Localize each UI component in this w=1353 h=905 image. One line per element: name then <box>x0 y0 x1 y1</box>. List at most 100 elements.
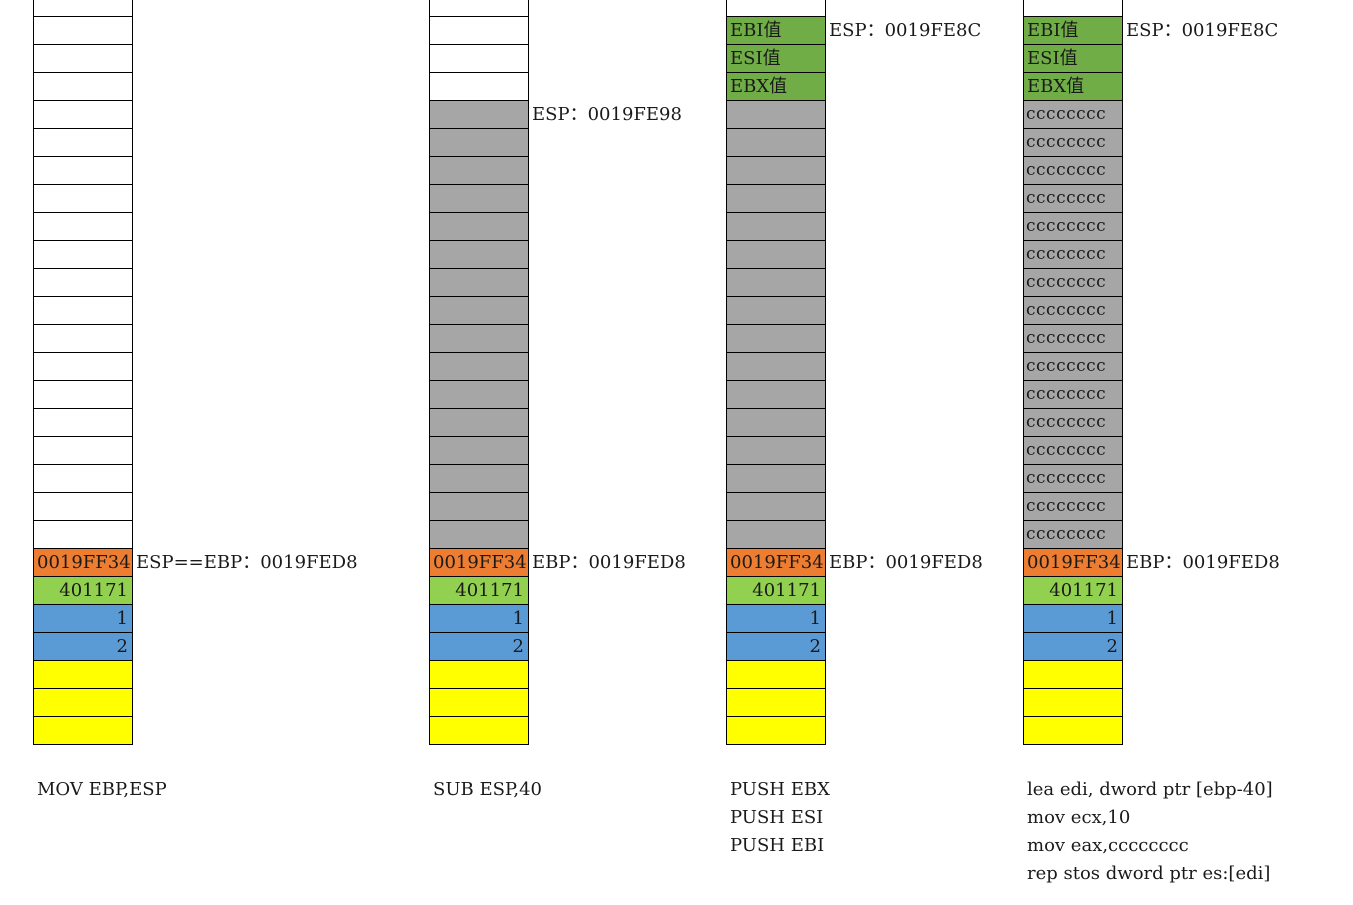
stack-cell <box>429 324 529 353</box>
stack-cell <box>33 0 133 17</box>
stack-cell <box>429 464 529 493</box>
stack-cell-value: 1 <box>1023 604 1123 633</box>
stack-cell <box>429 16 529 45</box>
instruction-line: PUSH EBX <box>730 779 830 800</box>
stack-cell <box>33 380 133 409</box>
stack-cell-value: 401171 <box>726 576 826 605</box>
stack-cell <box>33 520 133 549</box>
stack-cell-value: 1 <box>726 604 826 633</box>
register-annotation: EBP：0019FED8 <box>829 552 983 573</box>
stack-cell <box>726 324 826 353</box>
stack-cell <box>726 268 826 297</box>
stack-cell-value: cccccccc <box>1023 128 1123 157</box>
stack-cell <box>429 240 529 269</box>
stack-cell <box>33 296 133 325</box>
register-annotation: ESP：0019FE98 <box>532 104 682 125</box>
stack-cell <box>33 324 133 353</box>
stack-cell <box>429 716 529 745</box>
stack-cell <box>726 688 826 717</box>
stack-cell <box>1023 0 1123 17</box>
register-annotation: ESP==EBP：0019FED8 <box>136 552 358 573</box>
stack-cell <box>726 352 826 381</box>
stack-cell <box>33 184 133 213</box>
stack-cell <box>429 212 529 241</box>
stack-cell-value: cccccccc <box>1023 268 1123 297</box>
stack-cell-value: 401171 <box>1023 576 1123 605</box>
stack-cell <box>33 352 133 381</box>
stack-cell <box>726 128 826 157</box>
stack-cell <box>429 156 529 185</box>
instruction-line: mov eax,cccccccc <box>1027 835 1189 856</box>
stack-cell-value: cccccccc <box>1023 352 1123 381</box>
stack-cell-value: EBI值 <box>1023 16 1123 45</box>
stack-cell <box>726 464 826 493</box>
register-annotation: ESP：0019FE8C <box>1126 20 1279 41</box>
stack-cell <box>726 100 826 129</box>
stack-cell <box>33 156 133 185</box>
stack-cell <box>1023 688 1123 717</box>
stack-cell <box>726 212 826 241</box>
instruction-line: PUSH ESI <box>730 807 824 828</box>
stack-cell-value: 0019FF34 <box>1023 548 1123 577</box>
stack-cell-value: cccccccc <box>1023 436 1123 465</box>
stack-cell-value: 1 <box>429 604 529 633</box>
stack-cell-value: cccccccc <box>1023 380 1123 409</box>
stack-cell <box>33 408 133 437</box>
stack-cell-value: cccccccc <box>1023 100 1123 129</box>
stack-cell-value: 2 <box>1023 632 1123 661</box>
stack-cell <box>429 660 529 689</box>
stack-cell-value: 401171 <box>429 576 529 605</box>
stack-cell <box>33 44 133 73</box>
stack-cell-value: cccccccc <box>1023 520 1123 549</box>
stack-cell <box>33 660 133 689</box>
instruction-line: mov ecx,10 <box>1027 807 1131 828</box>
stack-cell-value: cccccccc <box>1023 408 1123 437</box>
stack-cell-value: ESI值 <box>1023 44 1123 73</box>
stack-cell <box>726 0 826 17</box>
stack-cell <box>429 688 529 717</box>
stack-cell <box>33 240 133 269</box>
stack-cell <box>429 184 529 213</box>
stack-cell <box>429 0 529 17</box>
stack-cell <box>726 520 826 549</box>
stack-cell-value: EBX值 <box>726 72 826 101</box>
instruction-line: SUB ESP,40 <box>433 779 543 800</box>
stack-cell <box>726 380 826 409</box>
register-annotation: ESP：0019FE8C <box>829 20 982 41</box>
stack-cell <box>1023 716 1123 745</box>
stack-cell <box>429 380 529 409</box>
stack-cell <box>726 156 826 185</box>
stack-cell <box>33 212 133 241</box>
stack-cell <box>1023 660 1123 689</box>
stack-cell-value: cccccccc <box>1023 184 1123 213</box>
stack-cell <box>726 492 826 521</box>
stack-cell-value: cccccccc <box>1023 324 1123 353</box>
stack-cell <box>33 16 133 45</box>
stack-cell <box>429 492 529 521</box>
instruction-line: PUSH EBI <box>730 835 825 856</box>
stack-cell-value: cccccccc <box>1023 492 1123 521</box>
stack-cell-value: cccccccc <box>1023 156 1123 185</box>
stack-cell-value: cccccccc <box>1023 296 1123 325</box>
stack-cell <box>429 100 529 129</box>
stack-cell <box>726 296 826 325</box>
stack-cell-value: cccccccc <box>1023 212 1123 241</box>
stack-cell-value: 401171 <box>33 576 133 605</box>
stack-cell <box>429 128 529 157</box>
stack-cell <box>726 660 826 689</box>
stack-cell <box>429 352 529 381</box>
stack-cell-value: 2 <box>33 632 133 661</box>
stack-cell <box>726 184 826 213</box>
stack-cell <box>429 520 529 549</box>
instruction-line: rep stos dword ptr es:[edi] <box>1027 863 1271 884</box>
stack-cell-value: cccccccc <box>1023 464 1123 493</box>
stack-cell <box>33 268 133 297</box>
stack-cell <box>33 128 133 157</box>
register-annotation: EBP：0019FED8 <box>532 552 686 573</box>
stack-cell <box>33 100 133 129</box>
instruction-line: lea edi, dword ptr [ebp-40] <box>1027 779 1273 800</box>
stack-cell <box>33 492 133 521</box>
stack-cell <box>429 408 529 437</box>
stack-cell-value: EBI值 <box>726 16 826 45</box>
stack-cell <box>429 268 529 297</box>
